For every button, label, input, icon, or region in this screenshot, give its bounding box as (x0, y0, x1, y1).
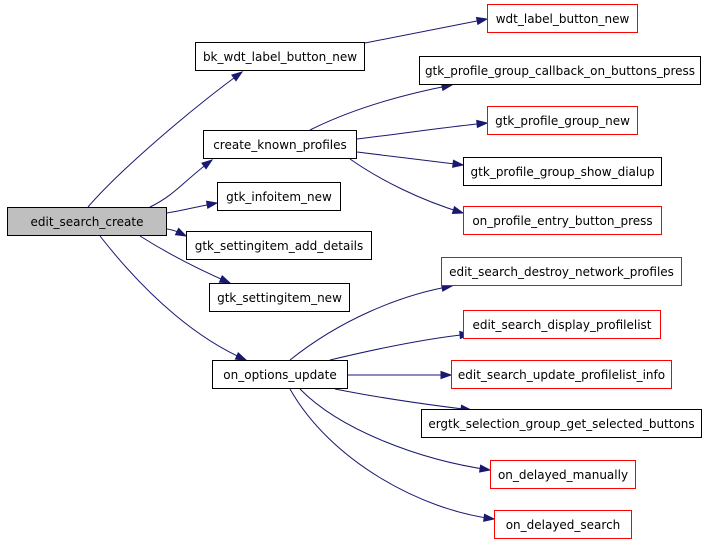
edge-arrowhead (201, 159, 214, 170)
edge-on_options_update-to-edit_search_destroy_network_profiles (289, 285, 453, 361)
node-label: gtk_infoitem_new (226, 189, 332, 204)
edge-create_known_profiles-to-gtk_profile_group_show_dialup (356, 151, 464, 166)
node-create_known_profiles[interactable]: create_known_profiles (203, 130, 357, 159)
node-edit_search_display_profilelist[interactable]: edit_search_display_profilelist (463, 310, 661, 339)
edge-arrowhead (451, 205, 465, 214)
edge-on_options_update-to-edit_search_display_profilelist (329, 333, 471, 361)
node-label: on_options_update (223, 367, 337, 382)
node-label: wdt_label_button_new (495, 11, 630, 26)
edge-arrowhead (452, 159, 465, 168)
node-label: gtk_settingitem_new (217, 290, 342, 305)
edge-edit_search_create-to-on_options_update (99, 235, 247, 361)
node-gtk_profile_group_show_dialup[interactable]: gtk_profile_group_show_dialup (463, 157, 662, 186)
node-label: gtk_settingitem_add_details (194, 238, 364, 253)
node-ergtk_selection_group_get_selected_buttons[interactable]: ergtk_selection_group_get_selected_butto… (421, 409, 702, 438)
edge-on_options_update-to-ergtk_selection_group_get_selected_buttons (334, 388, 472, 411)
edge-arrowhead (476, 119, 489, 129)
edge-edit_search_create-to-bk_wdt_label_button_new (87, 71, 243, 208)
node-label: ergtk_selection_group_get_selected_butto… (428, 416, 695, 431)
node-edit_search_destroy_network_profiles[interactable]: edit_search_destroy_network_profiles (441, 257, 682, 286)
node-gtk_profile_group_new[interactable]: gtk_profile_group_new (487, 106, 638, 135)
edge-bk_wdt_label_button_new-to-wdt_label_button_new (364, 18, 488, 44)
node-label: on_delayed_search (505, 517, 621, 532)
node-label: on_profile_entry_button_press (472, 213, 653, 228)
edge-arrowhead (483, 513, 496, 522)
edge-create_known_profiles-to-gtk_profile_group_callback_on_buttons_press (309, 84, 453, 131)
node-label: bk_wdt_label_button_new (202, 49, 358, 64)
edge-arrowhead (440, 370, 453, 380)
node-label: edit_search_display_profilelist (472, 317, 652, 332)
edge-create_known_profiles-to-gtk_profile_group_new (356, 122, 488, 140)
node-edit_search_create[interactable]: edit_search_create (7, 207, 167, 236)
edge-on_options_update-to-on_delayed_search (289, 388, 495, 520)
node-gtk_profile_group_callback_on_buttons_press[interactable]: gtk_profile_group_callback_on_buttons_pr… (419, 56, 701, 85)
node-on_profile_entry_button_press[interactable]: on_profile_entry_button_press (463, 206, 662, 235)
edge-arrowhead (475, 16, 489, 26)
node-label: create_known_profiles (213, 137, 347, 152)
edge-arrowhead (205, 200, 219, 209)
node-label: edit_search_destroy_network_profiles (449, 264, 674, 279)
edge-arrowhead (234, 351, 248, 361)
node-label: gtk_profile_group_callback_on_buttons_pr… (424, 63, 696, 78)
edge-edit_search_create-to-create_known_profiles (149, 159, 213, 208)
node-on_options_update[interactable]: on_options_update (212, 360, 348, 389)
edge-arrowhead (479, 464, 492, 473)
edge-on_options_update-to-on_delayed_manually (299, 388, 491, 471)
node-on_delayed_manually[interactable]: on_delayed_manually (490, 460, 636, 489)
node-label: edit_search_update_profilelist_info (457, 367, 666, 382)
node-on_delayed_search[interactable]: on_delayed_search (494, 510, 632, 539)
node-gtk_infoitem_new[interactable]: gtk_infoitem_new (217, 182, 341, 211)
node-label: gtk_profile_group_show_dialup (470, 164, 655, 179)
edge-create_known_profiles-to-on_profile_entry_button_press (349, 158, 464, 214)
node-wdt_label_button_new[interactable]: wdt_label_button_new (487, 4, 638, 33)
edge-arrowhead (231, 71, 244, 82)
node-bk_wdt_label_button_new[interactable]: bk_wdt_label_button_new (195, 42, 365, 71)
node-label: gtk_profile_group_new (495, 113, 630, 128)
node-edit_search_update_profilelist_info[interactable]: edit_search_update_profilelist_info (451, 360, 672, 389)
node-label: on_delayed_manually (497, 467, 629, 482)
node-gtk_settingitem_add_details[interactable]: gtk_settingitem_add_details (186, 231, 372, 260)
edge-arrowhead (218, 274, 232, 284)
edge-arrowhead (174, 227, 188, 237)
node-label: edit_search_create (30, 214, 144, 229)
node-gtk_settingitem_new[interactable]: gtk_settingitem_new (209, 283, 350, 312)
